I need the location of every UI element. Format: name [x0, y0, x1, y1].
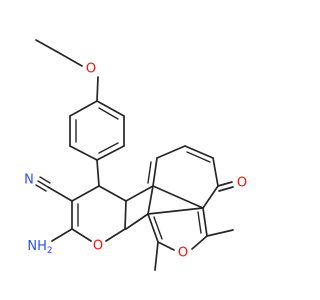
ketone-oxygen-label: O — [237, 176, 247, 191]
methyl-bond-right — [206, 229, 234, 237]
cycloheptatrienone-ring — [125, 145, 219, 230]
amine-label: NH2 — [27, 239, 52, 256]
furan-ring — [147, 207, 208, 251]
molecule-canvas: O O N NH2 — [24, 39, 248, 271]
bond-methylene-oxygen — [60, 53, 83, 67]
furan-oxygen-label: O — [178, 246, 188, 261]
ketone-group — [217, 181, 234, 192]
structure-diagram: O O N NH2 — [24, 39, 247, 271]
bond-oxygen-aryl — [96, 76, 99, 102]
methyl-bond-left — [154, 241, 159, 271]
nitrile-nitrogen-label: N — [24, 173, 34, 188]
benzene-ring — [69, 100, 125, 161]
pyran-oxygen-label: O — [93, 239, 103, 254]
ether-oxygen-label: O — [86, 62, 96, 77]
bond-c2-amine — [51, 228, 73, 242]
pyran-ring — [71, 185, 127, 242]
nitrile-group — [35, 176, 73, 202]
bond-methyl-methylene — [35, 39, 62, 55]
bond-aryl-c4 — [96, 159, 100, 187]
ethoxy-group — [35, 39, 99, 102]
